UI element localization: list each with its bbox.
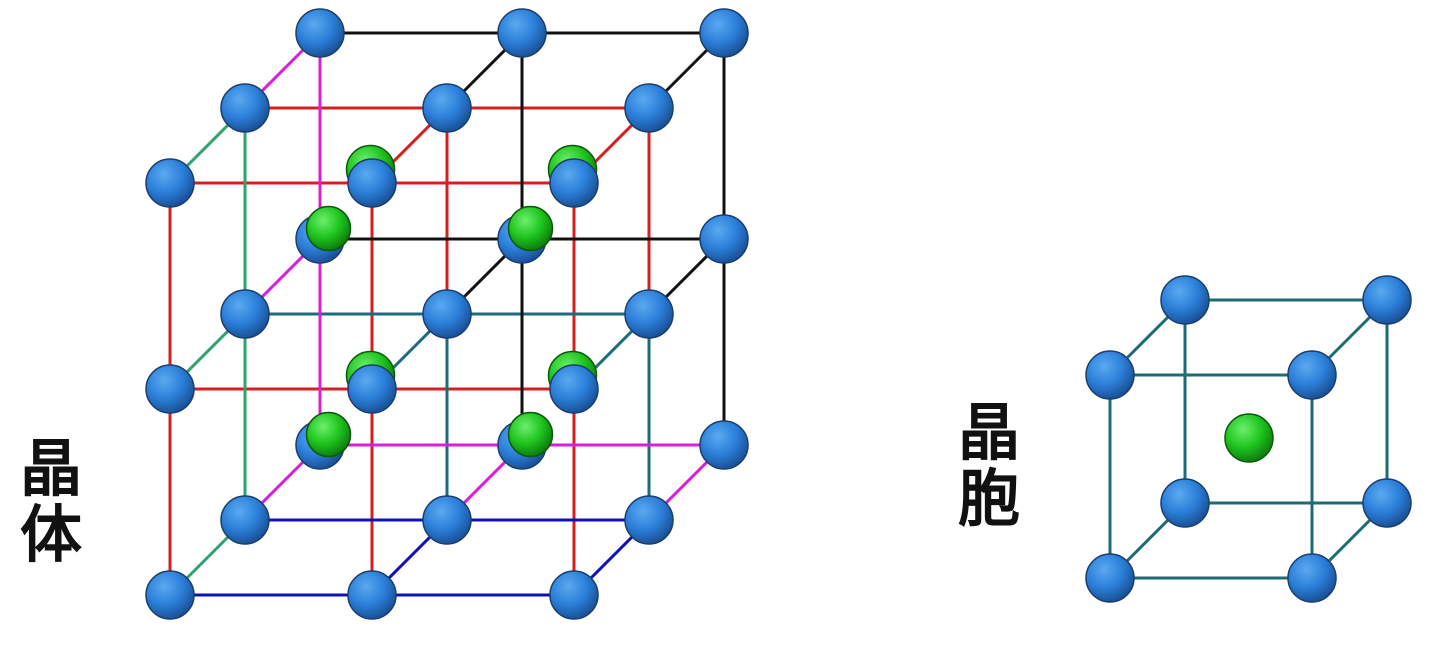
lattice-corner-atom	[220, 495, 270, 545]
lattice-corner-atom	[145, 158, 195, 208]
lattice-corner-atom	[220, 83, 270, 133]
lattice-body-center-atom	[507, 205, 554, 252]
unit-cell-corner-atom	[1362, 275, 1412, 325]
unit-cell-atoms	[1085, 275, 1412, 603]
lattice-corner-atom	[699, 420, 749, 470]
lattice-corner-atom	[497, 8, 547, 58]
lattice-corner-atom	[549, 570, 599, 620]
lattice-corner-atom	[422, 83, 472, 133]
lattice-corner-atom	[549, 364, 599, 414]
lattice-corner-atom	[624, 495, 674, 545]
lattice-corner-atom	[624, 289, 674, 339]
unit-cell-corner-atom	[1160, 275, 1210, 325]
unit-cell-body-center-atom	[1224, 413, 1274, 463]
lattice-corner-atom	[145, 364, 195, 414]
lattice-body-center-atom	[305, 411, 352, 458]
unit-cell-corner-atom	[1287, 553, 1337, 603]
lattice-corner-atom	[422, 289, 472, 339]
lattice-corner-atom	[220, 289, 270, 339]
unit-cell-label-char-2: 胞	[958, 462, 1021, 535]
crystal-label-char-2: 体	[20, 498, 83, 571]
lattice-corner-atom	[699, 8, 749, 58]
unit-cell-label-char-1: 晶	[958, 396, 1021, 469]
lattice-corner-atom	[347, 158, 397, 208]
crystal-label-char-1: 晶	[20, 432, 83, 505]
lattice-body-center-atom	[507, 411, 554, 458]
crystal-label: 晶 体	[20, 436, 82, 568]
lattice-corner-atom	[295, 8, 345, 58]
unit-cell-corner-atom	[1160, 478, 1210, 528]
lattice-corner-atom	[422, 495, 472, 545]
unit-cell-corner-atom	[1085, 553, 1135, 603]
lattice-corner-atom	[145, 570, 195, 620]
lattice-corner-atom	[347, 364, 397, 414]
lattice-corner-atom	[549, 158, 599, 208]
crystal-lattice-atoms	[145, 8, 749, 620]
lattice-body-center-atom	[305, 205, 352, 252]
unit-cell-corner-atom	[1085, 350, 1135, 400]
unit-cell-label: 晶 胞	[958, 400, 1020, 532]
lattice-corner-atom	[624, 83, 674, 133]
lattice-corner-atom	[699, 214, 749, 264]
unit-cell-corner-atom	[1362, 478, 1412, 528]
lattice-corner-atom	[347, 570, 397, 620]
unit-cell-corner-atom	[1287, 350, 1337, 400]
